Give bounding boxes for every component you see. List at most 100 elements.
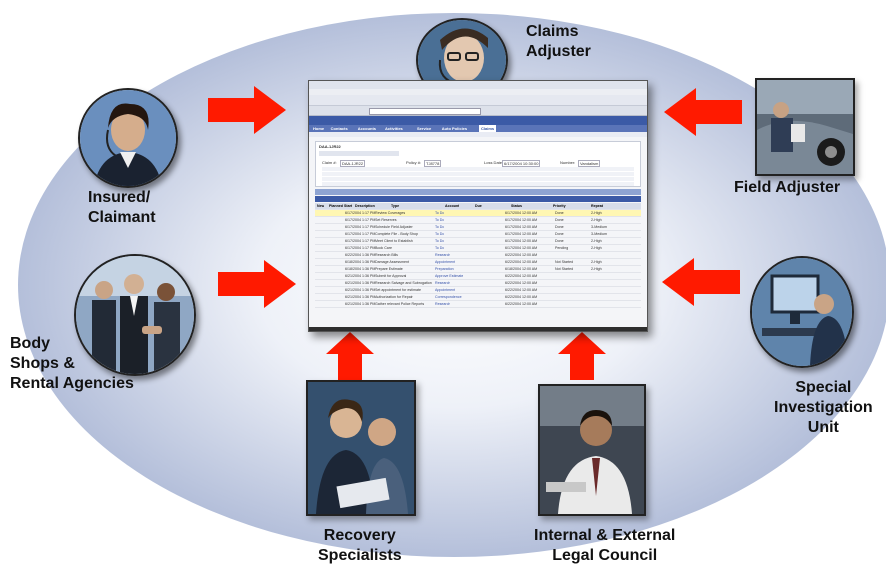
app-subheader	[309, 132, 647, 137]
table-cell: Submit for Approval	[375, 274, 407, 278]
app-tab-service[interactable]: Service	[417, 126, 432, 131]
table-header-cell[interactable]: New	[317, 204, 325, 208]
table-cell: 6/17/2004 1:17 PM	[345, 225, 376, 229]
table-cell: To Do	[435, 232, 445, 236]
insured-claimant-photo	[78, 88, 178, 188]
table-cell: Done	[555, 218, 564, 222]
table-cell: 2-High	[591, 239, 602, 243]
table-cell: Done	[555, 232, 564, 236]
table-cell: Appointment	[435, 288, 456, 292]
table-header-cell[interactable]: Repeat	[591, 204, 603, 208]
table-cell: 6/17/2004 1:17 PM	[345, 218, 376, 222]
table-cell: 6/17/2004 12:00 AM	[505, 218, 538, 222]
table-cell: Research	[435, 281, 451, 285]
table-cell: Schedule Field Adjuster	[375, 225, 413, 229]
arrow-right-top-left	[208, 86, 286, 134]
table-cell: 3-Medium	[591, 232, 607, 236]
arrow-left-mid-right	[662, 258, 740, 306]
table-header-cell[interactable]: Account	[445, 204, 460, 208]
table-cell: 6/17/2004 12:00 AM	[505, 246, 538, 250]
form-field-row	[322, 172, 634, 176]
form-field-value[interactable]: TJ8778	[424, 160, 442, 167]
form-field-value[interactable]: Vandalism	[578, 160, 601, 167]
table-cell: 2-High	[591, 267, 602, 271]
table-cell: Complete File - Body Shop	[375, 232, 418, 236]
table-cell: Done	[555, 211, 564, 215]
record-buttons	[319, 151, 399, 156]
table-header-cell[interactable]: Planned Start	[329, 204, 353, 208]
table-cell: 6/17/2004 12:00 AM	[505, 232, 538, 236]
table-cell: Damage Assessment	[375, 260, 409, 264]
table-cell: 6/21/2004 1:36 PM	[345, 281, 376, 285]
table-cell: Meet Client to Establish	[375, 239, 413, 243]
table-header-cell[interactable]: Status	[511, 204, 522, 208]
app-title-bar	[309, 81, 647, 89]
table-cell: Set appointment for estimate	[375, 288, 421, 292]
label-recovery-specialists: Recovery Specialists	[318, 527, 402, 564]
table-cell: Prepare Estimate	[375, 267, 403, 271]
table-cell: 6/18/2004 1:36 PM	[345, 260, 376, 264]
table-header-cell[interactable]: Due	[475, 204, 482, 208]
table-cell: 6/22/2004 12:00 AM	[505, 253, 538, 257]
table-header-cell[interactable]: Priority	[553, 204, 566, 208]
table-cell: 2-High	[591, 211, 602, 215]
label-field-adjuster: Field Adjuster	[734, 179, 841, 196]
form-field-value[interactable]: DAA-1JR22	[340, 160, 366, 167]
table-cell: 6/22/2004 12:00 AM	[505, 260, 538, 264]
table-cell: Research	[435, 302, 451, 306]
special-investigation-photo	[750, 256, 854, 368]
table-header-cell[interactable]: Type	[391, 204, 400, 208]
table-cell: Set Reserves	[375, 218, 397, 222]
table-cell: 6/22/2004 1:36 PM	[345, 253, 376, 257]
table-cell: 6/22/2004 12:00 AM	[505, 274, 538, 278]
table-cell: Correspondence	[435, 295, 462, 299]
table-cell: Pending	[555, 246, 569, 250]
form-field-value[interactable]: 6/17/2004 10:30:00	[502, 160, 541, 167]
table-cell: 6/17/2004 12:00 AM	[505, 211, 538, 215]
label-insured-claimant: Insured/ Claimant	[88, 189, 156, 226]
app-tab-auto-policies[interactable]: Auto Policies	[441, 126, 468, 131]
form-field-label: Policy #:	[406, 160, 422, 165]
table-cell: Approve Estimate	[435, 274, 464, 278]
status-bar	[309, 327, 647, 331]
table-cell: To Do	[435, 211, 445, 215]
app-tab-accounts[interactable]: Accounts	[357, 126, 377, 131]
app-tab-claims[interactable]: Claims	[479, 125, 497, 132]
table-cell: Gather relevant Police Reports	[375, 302, 425, 306]
table-cell: Research	[435, 253, 451, 257]
table-cell: 6/21/2004 1:36 PM	[345, 274, 376, 278]
form-field-label: Number:	[560, 160, 576, 165]
table-cell: 6/18/2004 12:00 AM	[505, 267, 538, 271]
table-cell: 6/22/2004 12:00 AM	[505, 281, 538, 285]
app-tab-contacts[interactable]: Contacts	[330, 126, 348, 131]
app-tab-home[interactable]: Home	[313, 126, 325, 131]
arrow-up-bottom-right	[558, 332, 606, 380]
view-tabs	[315, 189, 641, 195]
table-cell: To Do	[435, 239, 445, 243]
app-tab-activities[interactable]: Activities	[385, 126, 403, 131]
table-cell: Research Salvage and Subrogation	[375, 281, 432, 285]
app-address-bar	[309, 106, 647, 116]
arrow-left-top-right	[664, 88, 742, 136]
label-legal-council: Internal & External Legal Council	[534, 527, 676, 564]
form-field-row	[322, 167, 634, 171]
table-header-cell[interactable]: Description	[355, 204, 375, 208]
label-claims-adjuster: Claims Adjuster	[526, 23, 591, 60]
form-field-row	[322, 182, 634, 186]
table-cell: 6/17/2004 12:00 AM	[505, 225, 538, 229]
